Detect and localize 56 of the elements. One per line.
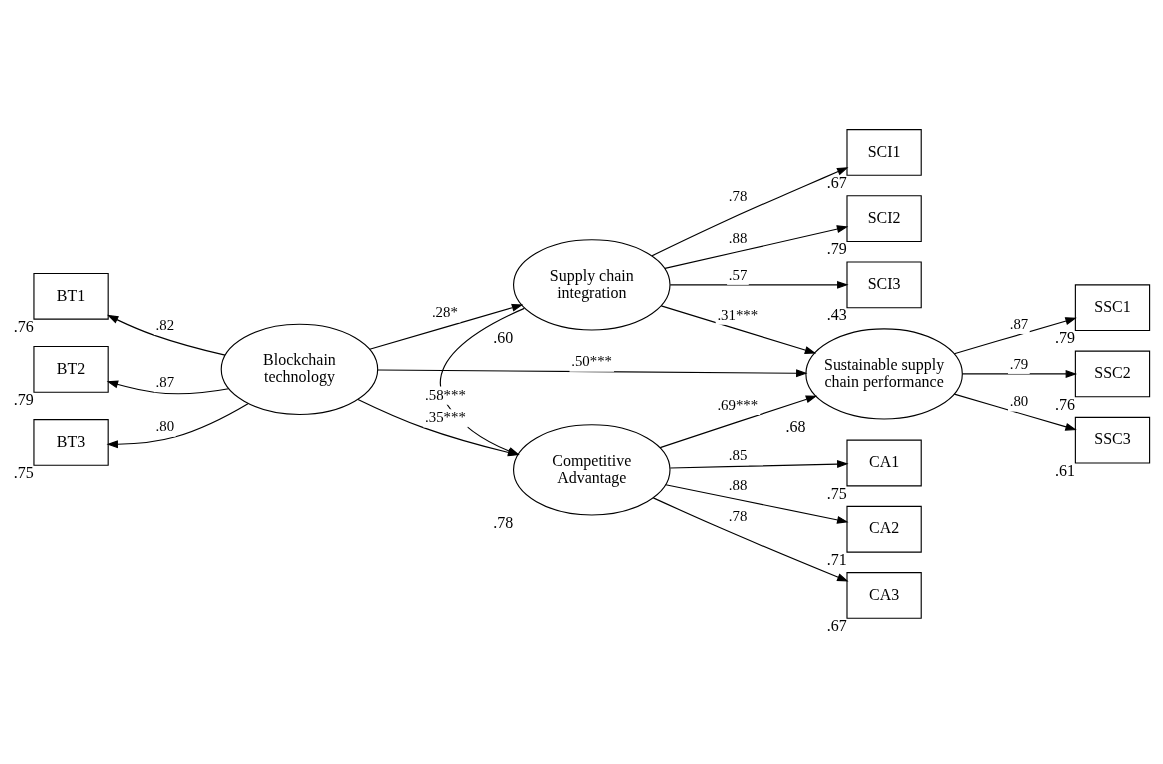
node-label: .67 (826, 173, 847, 191)
node-box: SSC1 (1074, 283, 1151, 331)
edge-label: .85 (728, 446, 748, 463)
node-label: .76 (13, 317, 34, 335)
arrow (669, 459, 849, 469)
edge-label: .35*** (425, 408, 466, 425)
node-label: .79 (826, 239, 847, 257)
edge-label: .31*** (717, 306, 759, 323)
node-label: .75 (13, 463, 34, 481)
edge-label: .78 (728, 187, 748, 204)
node-box: CA3 (846, 571, 922, 619)
arrow (106, 402, 249, 448)
arrow (651, 166, 849, 256)
node-label: .79 (1055, 328, 1076, 346)
node-box: SCI2 (846, 194, 922, 242)
edge-label: .28* (431, 303, 458, 320)
node-label: .78 (493, 513, 514, 531)
edge-label: .50*** (571, 352, 612, 369)
node-ellipse: Competitive Advantage (513, 423, 671, 516)
edge-label: .79 (1009, 355, 1029, 372)
node-label: .75 (826, 484, 847, 502)
node-box: SSC2 (1074, 350, 1151, 397)
edge-label: .87 (1009, 315, 1029, 332)
node-label: .67 (826, 616, 847, 634)
edge-label: .82 (155, 316, 175, 333)
arrow (664, 224, 849, 269)
node-box: CA1 (846, 439, 922, 486)
node-box: CA2 (846, 505, 922, 553)
node-box: BT2 (33, 345, 109, 393)
node-label: .79 (13, 390, 34, 408)
arrow (652, 496, 849, 581)
node-box: SCI1 (846, 128, 922, 176)
node-box: BT3 (33, 418, 109, 466)
node-label: .61 (1055, 461, 1076, 479)
node-label: .68 (785, 417, 806, 435)
edge-label: .88 (728, 476, 748, 493)
node-label: .60 (493, 328, 514, 346)
arrow (106, 380, 230, 394)
edge-label: .88 (728, 229, 748, 246)
edge-label: .80 (1009, 392, 1029, 409)
edge-label: .57 (728, 266, 748, 283)
arrow (961, 369, 1078, 378)
node-box: BT1 (33, 272, 109, 320)
edge-label: .58*** (425, 386, 466, 403)
arrow (377, 368, 808, 377)
arrow (669, 280, 849, 289)
node-box: SCI3 (846, 260, 922, 308)
edge-label: .78 (728, 507, 748, 524)
node-label: .76 (1055, 395, 1076, 413)
node-box: SSC3 (1074, 416, 1151, 464)
node-label: .71 (826, 550, 847, 568)
edge-label: .87 (155, 373, 175, 390)
edge-label: .69*** (717, 396, 759, 413)
node-label: .43 (826, 305, 847, 323)
edge-label: .80 (155, 417, 175, 434)
node-ellipse: Blockchain technology (220, 323, 379, 415)
